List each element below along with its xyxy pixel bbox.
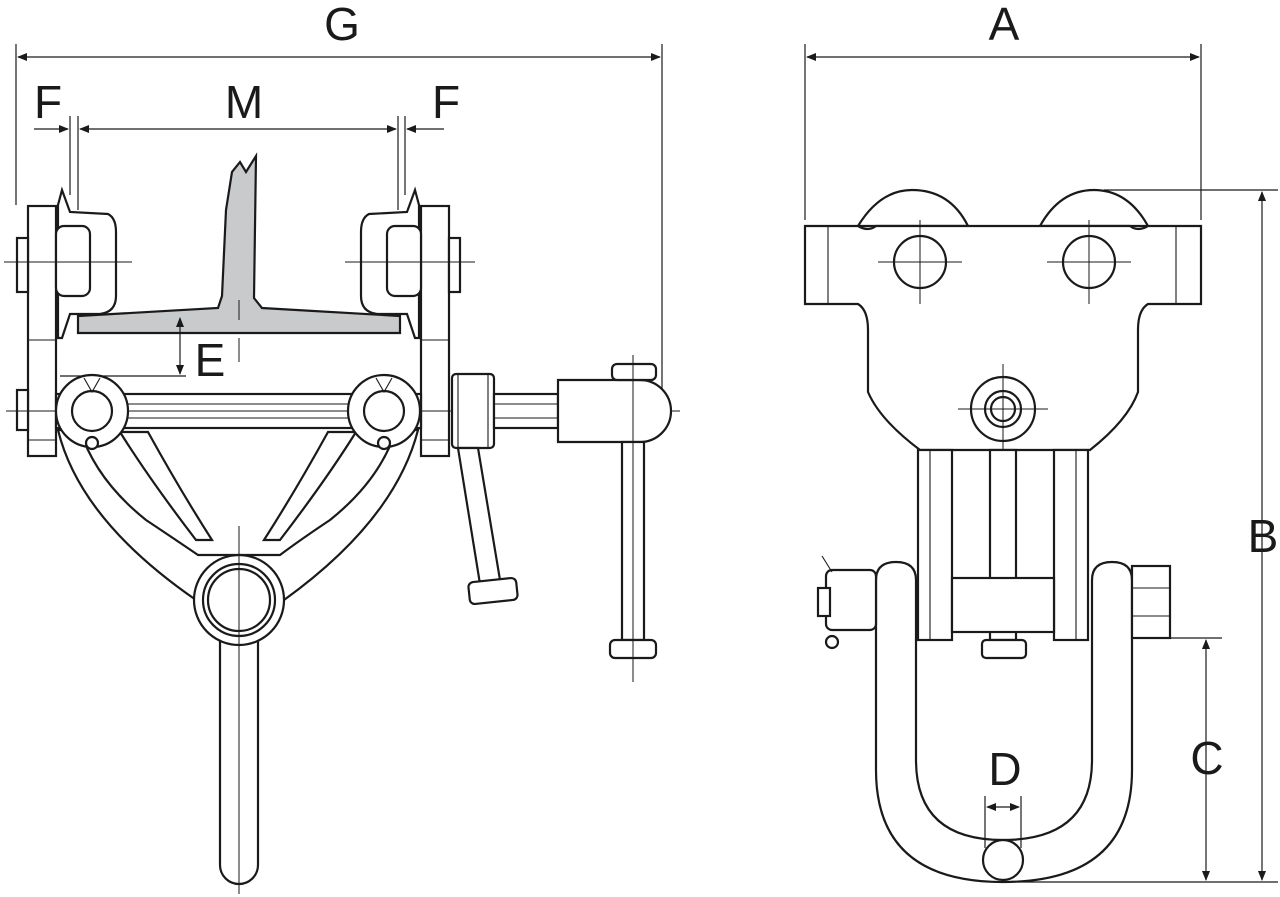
lower-ring-rod xyxy=(192,338,286,894)
dimension-e: E xyxy=(60,317,226,386)
label-e: E xyxy=(195,334,226,386)
side-wheel-left xyxy=(856,188,970,228)
label-g: G xyxy=(324,0,360,50)
lock-handle xyxy=(450,355,673,682)
suspension-arm xyxy=(56,428,420,602)
label-c: C xyxy=(1190,732,1223,784)
side-view: A B C xyxy=(803,0,1279,884)
label-f-right: F xyxy=(432,76,460,128)
label-d: D xyxy=(988,743,1021,795)
left-wheel xyxy=(54,186,118,340)
dimension-d: D xyxy=(984,743,1022,848)
side-wheel-right xyxy=(1038,188,1150,228)
side-shackle-nut xyxy=(1130,564,1172,640)
dimension-g: G xyxy=(15,0,663,395)
dimension-b: B xyxy=(1018,189,1279,883)
side-shackle xyxy=(874,560,1134,884)
front-view: G M F F E xyxy=(4,0,680,894)
side-axle-holes xyxy=(878,220,1131,304)
label-m: M xyxy=(225,76,263,128)
i-beam-section xyxy=(76,152,402,335)
dimension-c: C xyxy=(1170,637,1224,881)
dimension-m-f: M F F xyxy=(34,76,460,210)
side-hanger-plates xyxy=(916,448,1090,660)
right-side-plate xyxy=(419,204,462,458)
label-f-left: F xyxy=(34,76,62,128)
side-center-pivot xyxy=(958,364,1048,454)
dimension-a: A xyxy=(804,0,1202,220)
left-side-plate xyxy=(15,204,58,458)
right-wheel xyxy=(359,186,423,340)
side-shackle-pin xyxy=(816,555,878,650)
label-a: A xyxy=(989,0,1020,50)
label-b: B xyxy=(1248,510,1279,562)
right-pin-housing xyxy=(346,373,422,451)
left-pin-housing xyxy=(54,373,130,451)
side-load-pin xyxy=(981,838,1025,882)
